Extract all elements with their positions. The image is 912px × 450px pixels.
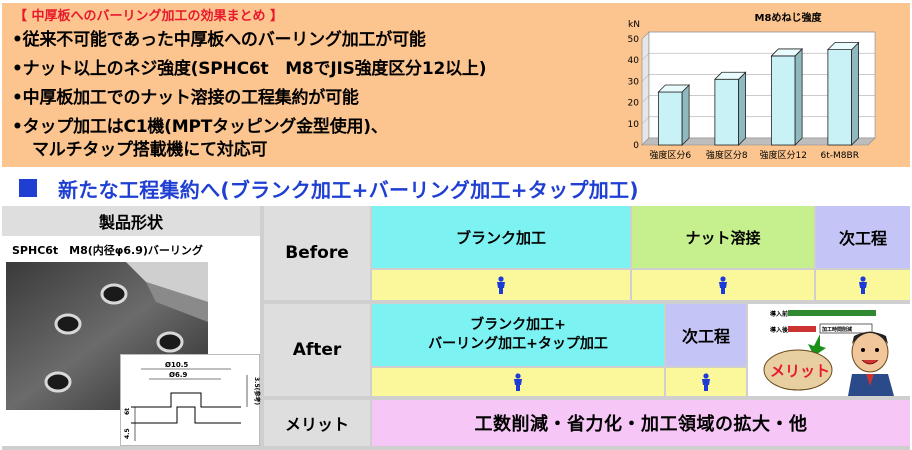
section-drawing-svg: Ø10.5 Ø6.9 3.5(参考) 6t 4.5 <box>124 361 261 441</box>
cartoon-label-after: 導入後 <box>770 326 789 334</box>
worker-icon <box>514 373 522 391</box>
cartoon-merit-word: メリット <box>770 362 830 380</box>
strength-chart-svg: M8めねじ強度 kN 0 10 20 30 40 50 強度区分6 強度区分8 強度区分12 6… <box>628 11 876 161</box>
chart-bar <box>826 41 860 146</box>
section-title: 新たな工程集約へ(ブランク加工+バーリング加工+タップ加工) <box>58 178 639 202</box>
strength-chart: M8めねじ強度 kN 0 10 20 30 40 50 強度区分6 強度区分8 強度区分12 6… <box>626 9 886 161</box>
before-blank-process: ブランク加工 <box>372 206 630 268</box>
chart-bar-side <box>794 47 803 146</box>
chart-gridline-side <box>641 53 650 61</box>
chart-category-label: 6t-M8BR <box>821 151 859 161</box>
chart-y-tick-label: 20 <box>628 99 640 109</box>
chart-y-tick-label: 30 <box>628 77 640 87</box>
before-nut-worker-cell <box>632 270 814 300</box>
chart-side-wall <box>641 31 650 146</box>
chart-y-tick-label: 40 <box>628 56 640 66</box>
product-shape-title: 製品形状 <box>2 206 260 236</box>
chart-bar-front <box>657 91 683 146</box>
before-next-process: 次工程 <box>816 206 910 268</box>
dim-side-label: 4.5 <box>124 428 131 439</box>
chart-bar-front <box>770 55 796 146</box>
row-header-merit: メリット <box>264 400 370 446</box>
chart-bar-side <box>681 84 690 146</box>
money-bag-icon <box>763 349 833 391</box>
before-nut-welding-process: ナット溶接 <box>632 206 814 268</box>
cartoon-label-before: 導入前 <box>770 310 788 318</box>
row-header-after: After <box>264 304 370 396</box>
chart-bar <box>713 71 747 146</box>
worker-icon <box>497 276 505 294</box>
chart-bar-front <box>714 78 740 146</box>
chart-bar <box>657 84 691 146</box>
chart-bar-top <box>657 84 691 93</box>
cartoon-cost-label: 加工時間削減 <box>821 326 852 333</box>
chart-gridline-side <box>641 31 650 40</box>
chart-y-tick-label: 10 <box>628 120 640 130</box>
merit-cartoon-svg: 導入前 導入後 加工時間削減 メリット <box>763 310 894 396</box>
chart-bar-top <box>826 42 860 50</box>
businessman-icon <box>848 331 894 396</box>
summary-bullet-4: •タップ加工はC1機(MPTタッピング金型使用)、 <box>12 117 388 137</box>
before-blank-worker-cell <box>372 270 630 300</box>
chart-bar-front <box>827 49 853 146</box>
after-next-worker-cell <box>666 368 746 396</box>
product-shape-cell: 製品形状 SPHC6t M8(内径φ6.9)バーリング <box>2 206 261 446</box>
dim-inner-label: Ø6.9 <box>169 371 187 379</box>
dim-thickness-label: 6t <box>124 408 131 415</box>
chart-bar-side <box>738 71 747 146</box>
summary-bullet-1: •従来不可能であった中厚板へのバーリング加工が可能 <box>12 30 426 50</box>
summary-panel: 【 中厚板へのバーリング加工の効果まとめ 】 •従来不可能であった中厚板へのバー… <box>2 3 910 167</box>
chart-y-tick-label: 0 <box>633 141 639 151</box>
after-next-process: 次工程 <box>666 304 746 366</box>
chart-title: M8めねじ強度 <box>755 11 823 24</box>
worker-icon <box>702 373 710 391</box>
row-header-before: Before <box>264 206 370 300</box>
section-drawing: Ø10.5 Ø6.9 3.5(参考) 6t 4.5 <box>120 354 261 446</box>
section-bullet-square <box>19 179 37 197</box>
process-grid: 製品形状 SPHC6t M8(内径φ6.9)バーリング <box>2 206 910 450</box>
dim-height-label: 3.5(参考) <box>253 377 261 405</box>
worker-icon <box>719 276 727 294</box>
after-combined-process: ブランク加工+ バーリング加工+タップ加工 <box>372 304 664 366</box>
product-shape-subtitle: SPHC6t M8(内径φ6.9)バーリング <box>12 244 203 257</box>
summary-bullet-2: •ナット以上のネジ強度(SPHC6t M8でJIS強度区分12以上) <box>12 59 487 79</box>
summary-bullet-4-cont: マルチタップ搭載機にて対応可 <box>32 140 268 160</box>
after-combined-worker-cell <box>372 368 664 396</box>
down-arrow-icon <box>808 334 826 356</box>
chart-gridline-side <box>641 74 650 82</box>
dim-outer-label: Ø10.5 <box>165 361 188 369</box>
chart-y-tick-label: 50 <box>628 35 640 45</box>
chart-category-label: 強度区分6 <box>649 149 691 161</box>
chart-gridline-side <box>641 116 650 124</box>
chart-category-label: 強度区分12 <box>760 149 807 161</box>
chart-category-label: 強度区分8 <box>706 149 748 161</box>
chart-bar-top <box>713 71 747 80</box>
chart-gridline-side <box>641 95 650 103</box>
summary-bullet-3: •中厚板加工でのナット溶接の工程集約が可能 <box>12 88 359 108</box>
summary-heading: 【 中厚板へのバーリング加工の効果まとめ 】 <box>14 9 284 24</box>
chart-bar-side <box>851 41 860 146</box>
before-next-worker-cell <box>816 270 910 300</box>
chart-bar <box>770 47 804 146</box>
merit-summary: 工数削減・省力化・加工領域の拡大・他 <box>372 400 910 446</box>
after-combined-line1: ブランク加工+ <box>470 317 566 333</box>
chart-bar-top <box>770 48 804 57</box>
worker-icon <box>859 276 867 294</box>
chart-unit-label: kN <box>628 20 640 30</box>
merit-cartoon: 導入前 導入後 加工時間削減 メリット <box>748 304 910 396</box>
after-combined-line2: バーリング加工+タップ加工 <box>428 336 608 352</box>
